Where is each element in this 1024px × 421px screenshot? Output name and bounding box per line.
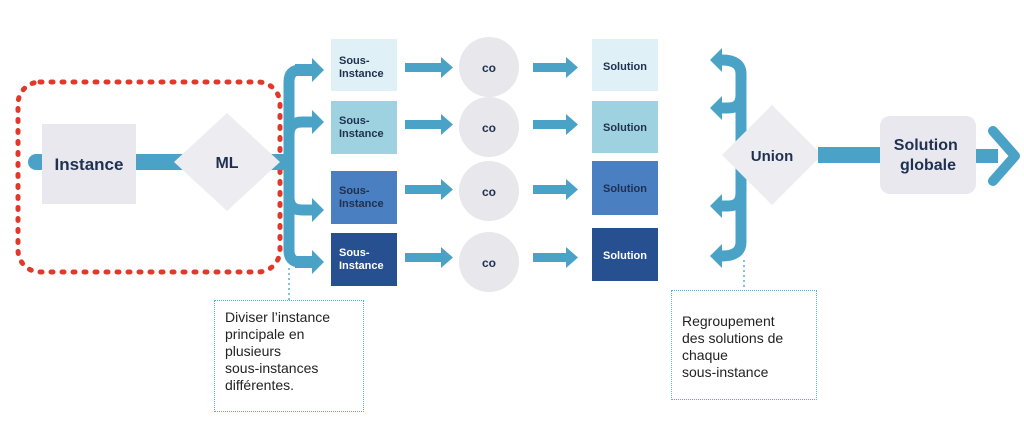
union-global-bar: [818, 147, 884, 163]
row-1: Sous- Instance co Solution: [331, 37, 658, 97]
arrow-head: [566, 247, 578, 268]
arrow-shaft: [405, 185, 443, 194]
arrow-shaft: [405, 63, 443, 72]
sub-instance-label: Sous- Instance: [339, 185, 384, 210]
merge-arrowhead-3: [710, 194, 722, 218]
split-tick-2: [283, 116, 313, 136]
global-solution-box: [880, 116, 976, 194]
split-arrowhead-2: [312, 110, 324, 134]
co-label: co: [482, 185, 496, 199]
global-solution-label: Solution globale: [894, 137, 962, 174]
note-merge-line: chaque: [682, 347, 728, 363]
arrow-head: [566, 114, 578, 135]
merge-arrowhead-2: [710, 96, 722, 120]
note-split-line: plusieurs: [225, 343, 282, 359]
sub-instance-box: [331, 233, 397, 286]
ml-diamond: [174, 113, 280, 211]
arrow-shaft: [533, 253, 568, 262]
co-circle: [459, 161, 519, 221]
union-diamond: [722, 105, 822, 205]
split-arrowhead-4: [312, 250, 324, 274]
arrow-head: [441, 179, 453, 200]
row-3: Sous- Instance co Solution: [331, 161, 658, 224]
arrow-head: [441, 247, 453, 268]
note-split-line: sous-instances: [225, 360, 319, 376]
solution-box: [592, 228, 658, 281]
solution-label: Solution: [603, 122, 647, 134]
note-split-line: Diviser l’instance: [225, 309, 331, 325]
arrow-head: [566, 57, 578, 78]
instance-box: [42, 124, 136, 204]
arrow-shaft: [533, 185, 568, 194]
solution-box: [592, 161, 658, 215]
arrow-head: [441, 114, 453, 135]
split-tick-1: [295, 64, 313, 76]
final-arrow-shaft: [976, 149, 998, 163]
split-arrowhead-1: [312, 58, 324, 82]
note-merge-line: des solutions de: [682, 330, 784, 346]
solution-label: Solution: [603, 250, 647, 262]
note-split-line: principale en: [225, 326, 305, 342]
co-label: co: [482, 121, 496, 135]
solution-label: Solution: [603, 183, 647, 195]
split-tick-4: [295, 256, 313, 268]
solution-box: [592, 101, 658, 153]
merge-tick-2: [720, 94, 747, 114]
co-circle: [459, 37, 519, 97]
arrow-shaft: [533, 120, 568, 129]
co-circle: [459, 97, 519, 157]
arrow-shaft: [405, 120, 443, 129]
sub-instance-box: [331, 101, 397, 154]
split-arrowhead-3: [312, 198, 324, 222]
row-4: Sous- Instance co Solution: [331, 228, 658, 292]
split-branch: [283, 64, 301, 268]
solution-box: [592, 39, 658, 91]
sub-instance-box: [331, 39, 397, 91]
split-tick-3: [283, 196, 313, 216]
union-label: Union: [751, 148, 794, 165]
note-merge-line: Regroupement: [682, 313, 775, 329]
note-merge-line: sous-instance: [682, 364, 769, 380]
instance-label: Instance: [55, 155, 124, 174]
row-2: Sous- Instance co Solution: [331, 97, 658, 157]
ml-label: ML: [215, 155, 238, 172]
sub-instance-label: Sous- Instance: [339, 115, 384, 140]
instance-ml-bar: [130, 154, 190, 170]
final-arrow-head: [988, 126, 1020, 186]
sub-instance-label: Sous- Instance: [339, 247, 384, 272]
note-split-line: différentes.: [225, 377, 295, 393]
input-frame: [15, 79, 283, 275]
note-merge: Regroupement des solutions de chaque sou…: [671, 290, 817, 400]
sub-instance-label: Sous- Instance: [339, 55, 384, 80]
arrow-head: [441, 57, 453, 78]
merge-arrowhead-4: [710, 244, 722, 268]
merge-tick-3: [720, 192, 747, 212]
solution-label: Solution: [603, 61, 647, 73]
co-label: co: [482, 61, 496, 75]
arrow-shaft: [533, 63, 568, 72]
merge-arrowhead-1: [710, 48, 722, 72]
arrow-head: [566, 179, 578, 200]
sub-instance-box: [331, 171, 397, 224]
note-split: Diviser l’instance principale en plusieu…: [214, 300, 364, 412]
co-label: co: [482, 256, 496, 270]
co-circle: [459, 232, 519, 292]
arrow-shaft: [405, 253, 443, 262]
